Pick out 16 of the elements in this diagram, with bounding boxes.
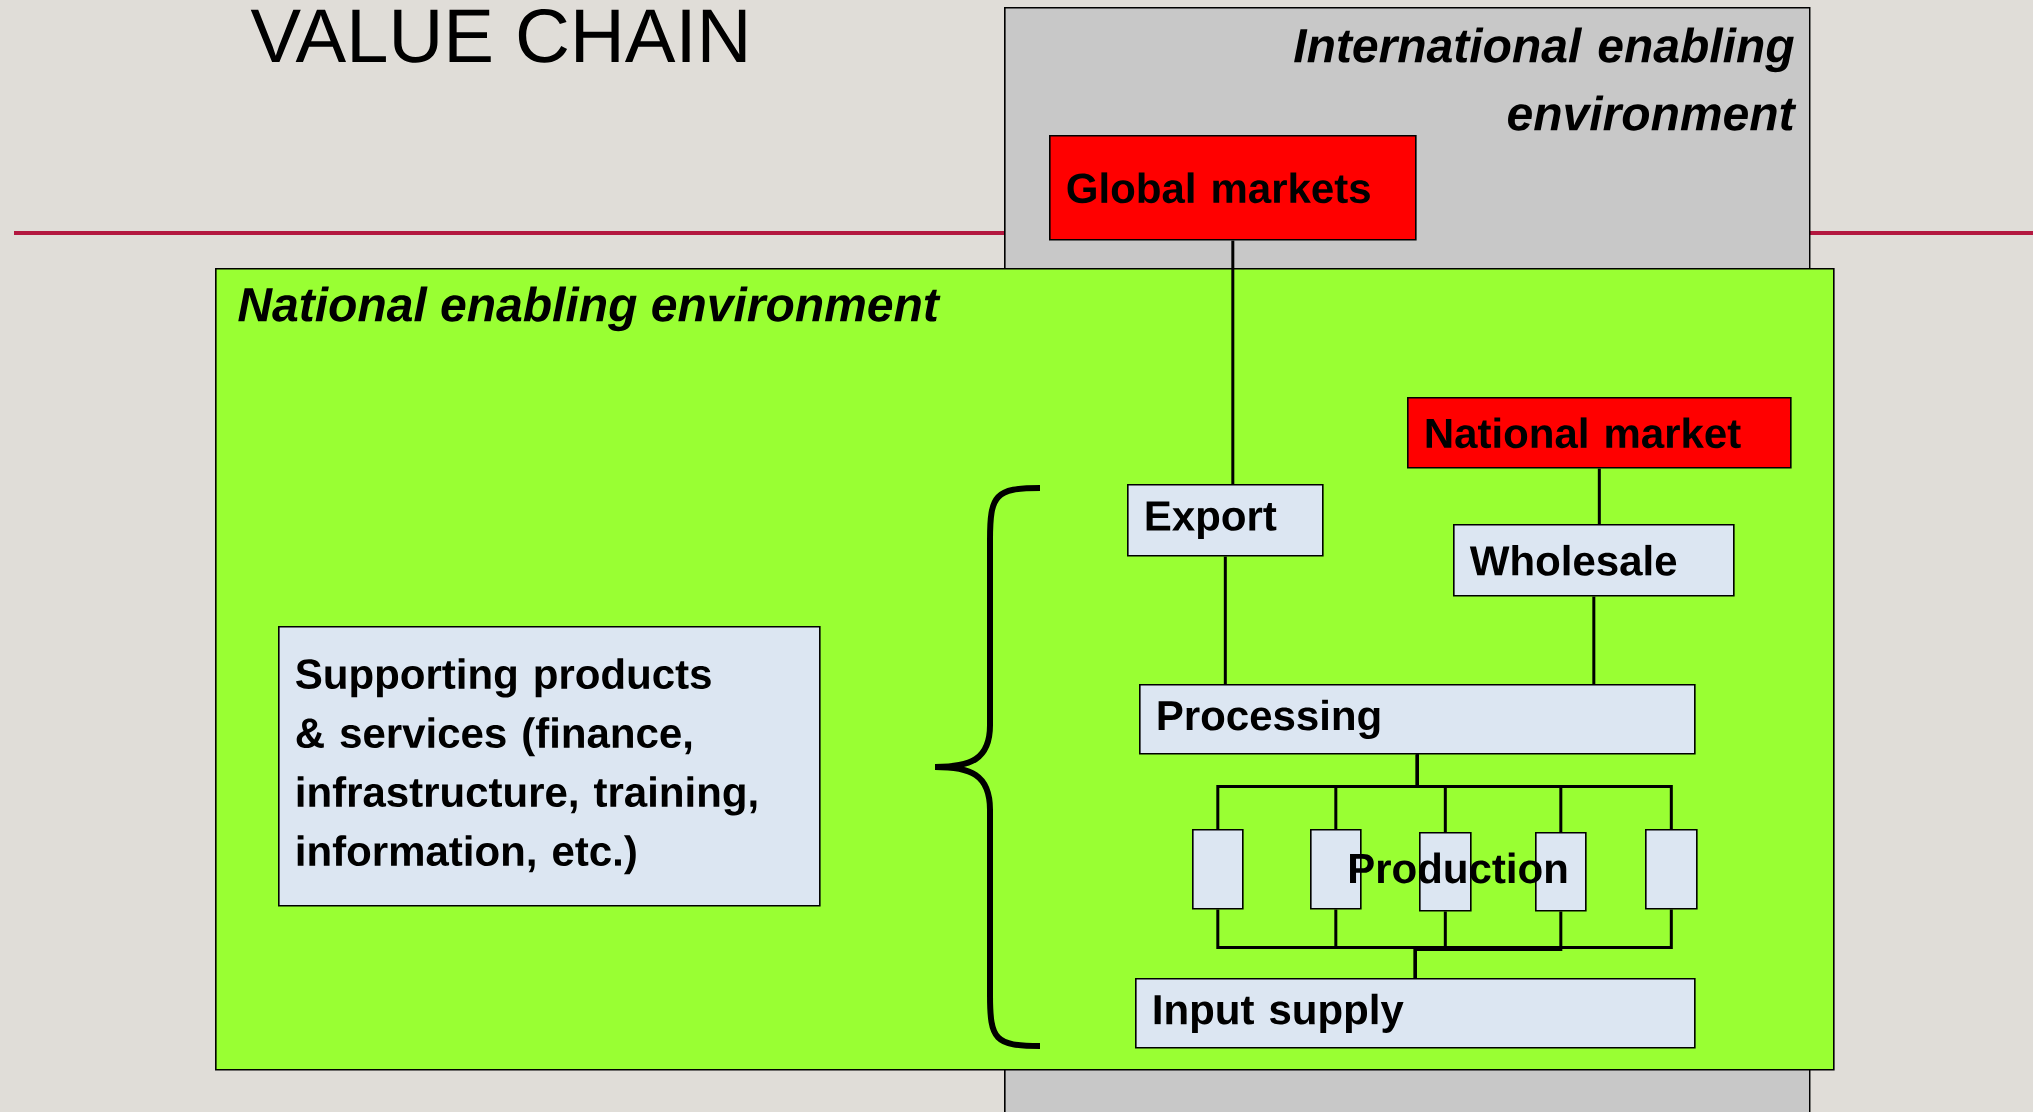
producer-box — [1645, 829, 1698, 910]
support-box: Supporting products & services (finance, infrastructure, training, information, etc.) — [278, 626, 821, 907]
stage-box: Input supply — [1135, 978, 1696, 1049]
market-box: Global markets — [1049, 135, 1417, 241]
stage-box: Wholesale — [1453, 524, 1735, 597]
stage-box: Processing — [1139, 684, 1696, 755]
connector-line — [1597, 468, 1601, 524]
connector-line — [1415, 754, 1673, 829]
market-box: National market — [1407, 397, 1792, 469]
stage-box: Export — [1127, 484, 1324, 557]
connector-line — [1413, 909, 1673, 978]
connector-line — [1231, 240, 1235, 484]
producer-box — [1192, 829, 1244, 910]
title: VALUE CHAIN — [250, 8, 746, 63]
connector-line — [1592, 596, 1596, 684]
connector-line — [1223, 556, 1227, 684]
